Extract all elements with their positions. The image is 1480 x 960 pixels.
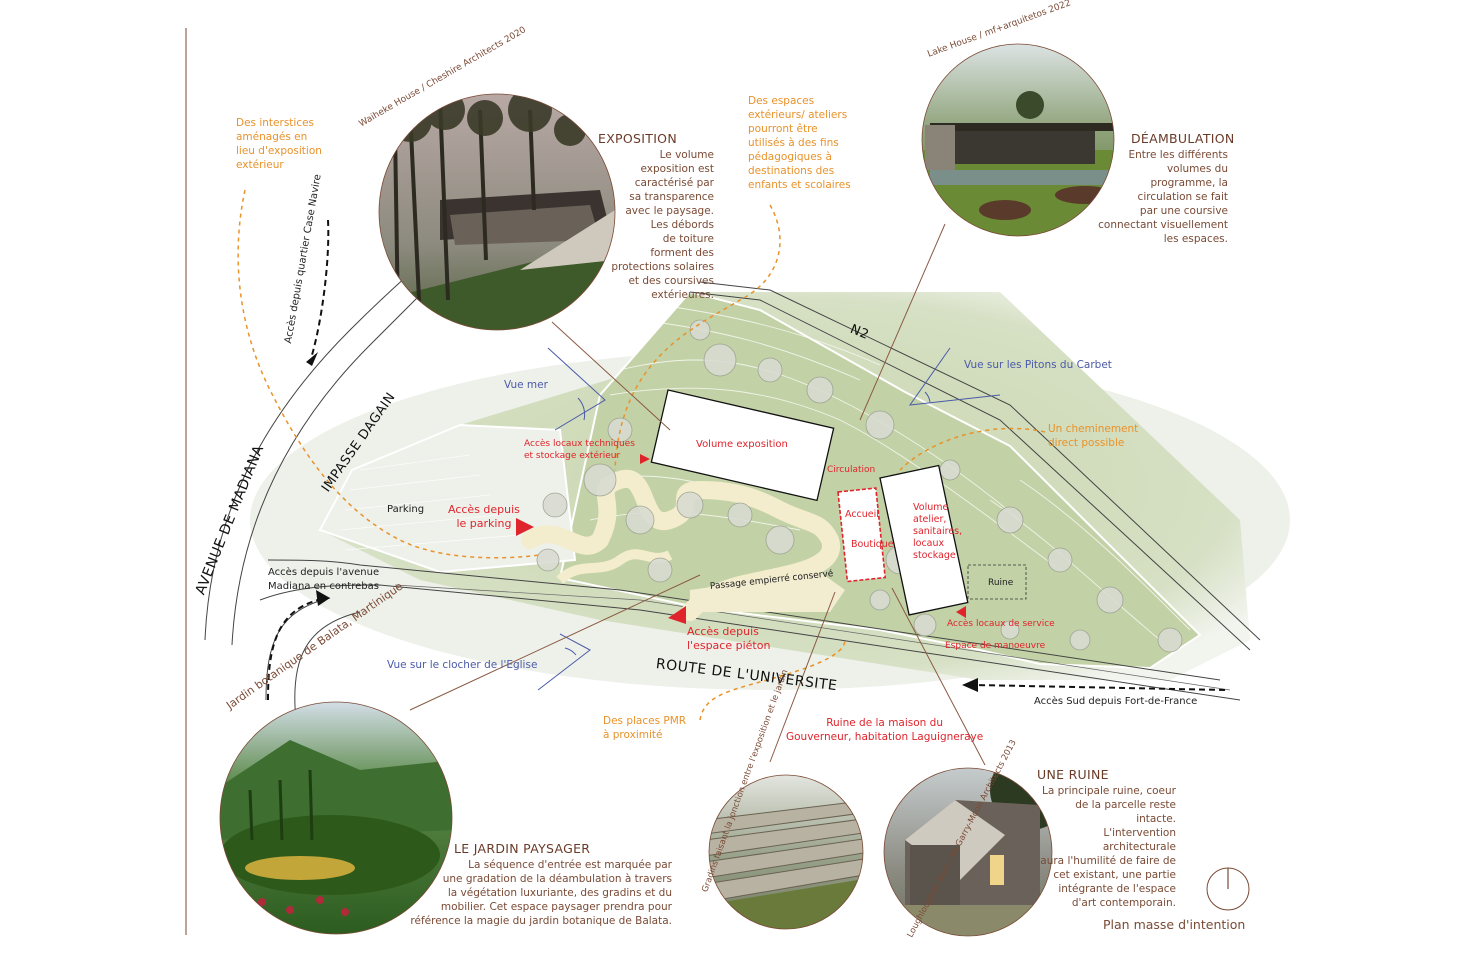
accueil-block[interactable]	[837, 487, 887, 583]
note-interstices: Des interstices aménagés en lieu d'expos…	[236, 117, 322, 171]
access-sud: Accès Sud depuis Fort-de-France	[1034, 696, 1198, 707]
title-ruine: UNE RUINE	[1037, 767, 1109, 782]
label-volume-atelier: Volume atelier, sanitaires, locaux stock…	[913, 502, 963, 561]
text-jardin: La séquence d'entrée est marquée par une…	[410, 859, 672, 927]
text-deambulation: Entre les différents volumes du programm…	[1098, 149, 1228, 245]
label-ruine: Ruine	[988, 578, 1014, 588]
label-acces-pieton: Accès depuis l'espace piéton	[687, 625, 771, 652]
gradins-photo	[709, 775, 863, 929]
volume-atelier-block[interactable]	[879, 464, 969, 616]
note-cheminement: Un cheminement direct possible	[1048, 423, 1139, 449]
label-ruine-maison: Ruine de la maison du Gouverneur, habita…	[786, 717, 984, 743]
balata-garden-photo	[220, 702, 452, 934]
waiheke-house-photo	[379, 94, 615, 330]
title-deambulation: DÉAMBULATION	[1131, 131, 1235, 146]
label-boutique: Boutique	[851, 539, 894, 550]
text-ruine: La principale ruine, coeur de la parcell…	[1040, 785, 1176, 909]
label-acces-parking: Accès depuis le parking	[448, 503, 520, 530]
label-manoeuvre: Espace de manoeuvre	[945, 641, 1046, 651]
label-locaux-service: Accès locaux de service	[947, 619, 1055, 629]
label-accueil: Accueil	[845, 509, 879, 520]
title-jardin: LE JARDIN PAYSAGER	[454, 841, 591, 856]
label-circulation: Circulation	[827, 465, 876, 475]
title-exposition: EXPOSITION	[598, 131, 677, 146]
view-mer: Vue mer	[504, 379, 548, 391]
text-exposition: Le volume exposition est caractérisé par…	[611, 149, 714, 301]
volume-exposition-block[interactable]	[650, 389, 835, 502]
label-volume-expo: Volume exposition	[696, 439, 788, 450]
label-parking: Parking	[387, 504, 425, 515]
view-pitons: Vue sur les Pitons du Carbet	[964, 359, 1112, 371]
access-madiana: Accès depuis l'avenue Madiana en contreb…	[268, 567, 380, 592]
note-espaces: Des espaces extérieurs/ ateliers pourron…	[748, 95, 851, 191]
ruine-outline[interactable]	[967, 564, 1027, 600]
view-clocher: Vue sur le clocher de l'Eglise	[387, 659, 538, 671]
plan-title: Plan masse d'intention	[1103, 917, 1246, 932]
note-pmr: Des places PMR à proximité	[603, 715, 687, 741]
label-locaux-tech: Accès locaux techniques et stockage exté…	[524, 439, 635, 461]
